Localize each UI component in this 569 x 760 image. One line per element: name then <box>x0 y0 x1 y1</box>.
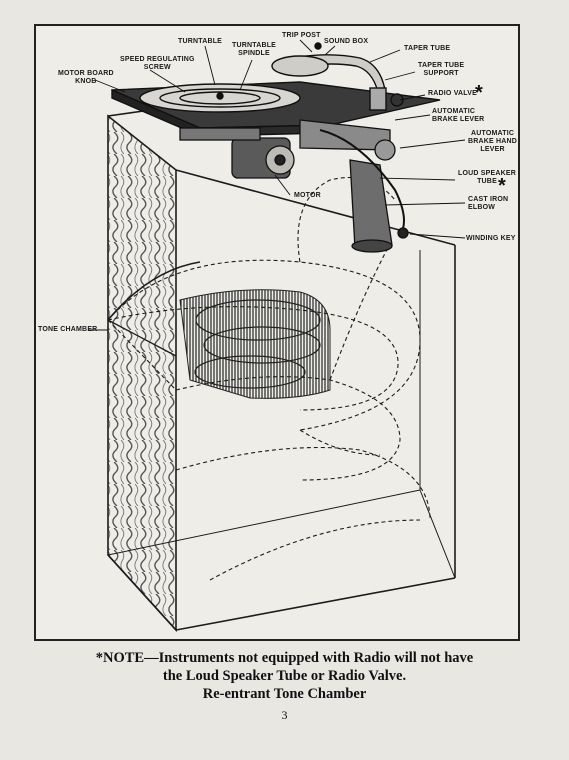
label-radio-valve: RADIO VALVE <box>428 90 477 97</box>
label-taper-tube-support: TAPER TUBE SUPPORT <box>418 62 465 77</box>
label-motor: MOTOR <box>294 192 321 199</box>
elbow <box>319 129 409 253</box>
label-automatic-brake-hand-lever: AUTOMATIC BRAKE HAND LEVER <box>468 130 518 153</box>
tonearm <box>271 42 404 111</box>
label-cast-iron-elbow: CAST IRON ELBOW <box>468 196 509 211</box>
label-speed-regulating-screw: SPEED REGULATING SCREW <box>120 56 195 71</box>
asterisk-radio-valve: * <box>475 82 483 104</box>
label-trip-post: TRIP POST <box>282 32 321 39</box>
leader-lines <box>88 39 466 331</box>
label-sound-box: SOUND BOX <box>324 38 369 45</box>
note-line-1: *NOTE—Instruments not equipped with Radi… <box>95 650 474 666</box>
label-loud-speaker-tube: LOUD SPEAKER TUBE <box>458 170 517 185</box>
note-line-2: the Loud Speaker Tube or Radio Valve. <box>162 668 407 684</box>
page-number: 3 <box>281 708 288 722</box>
label-taper-tube: TAPER TUBE <box>404 45 451 52</box>
label-tone-chamber: TONE CHAMBER <box>38 326 98 333</box>
motor-mechanism <box>179 119 396 179</box>
horn-body <box>179 289 331 399</box>
figure-caption: Re-entrant Tone Chamber <box>202 686 367 702</box>
label-automatic-brake-lever: AUTOMATIC BRAKE LEVER <box>432 108 485 123</box>
label-turntable: TURNTABLE <box>178 38 223 45</box>
motor-board <box>111 81 441 138</box>
label-motor-board-knob: MOTOR BOARD KNOB <box>58 70 114 85</box>
cabinet <box>107 102 456 633</box>
label-winding-key: WINDING KEY <box>466 235 516 242</box>
asterisk-loud-speaker: * <box>498 175 506 197</box>
label-turntable-spindle: TURNTABLE SPINDLE <box>232 42 277 57</box>
